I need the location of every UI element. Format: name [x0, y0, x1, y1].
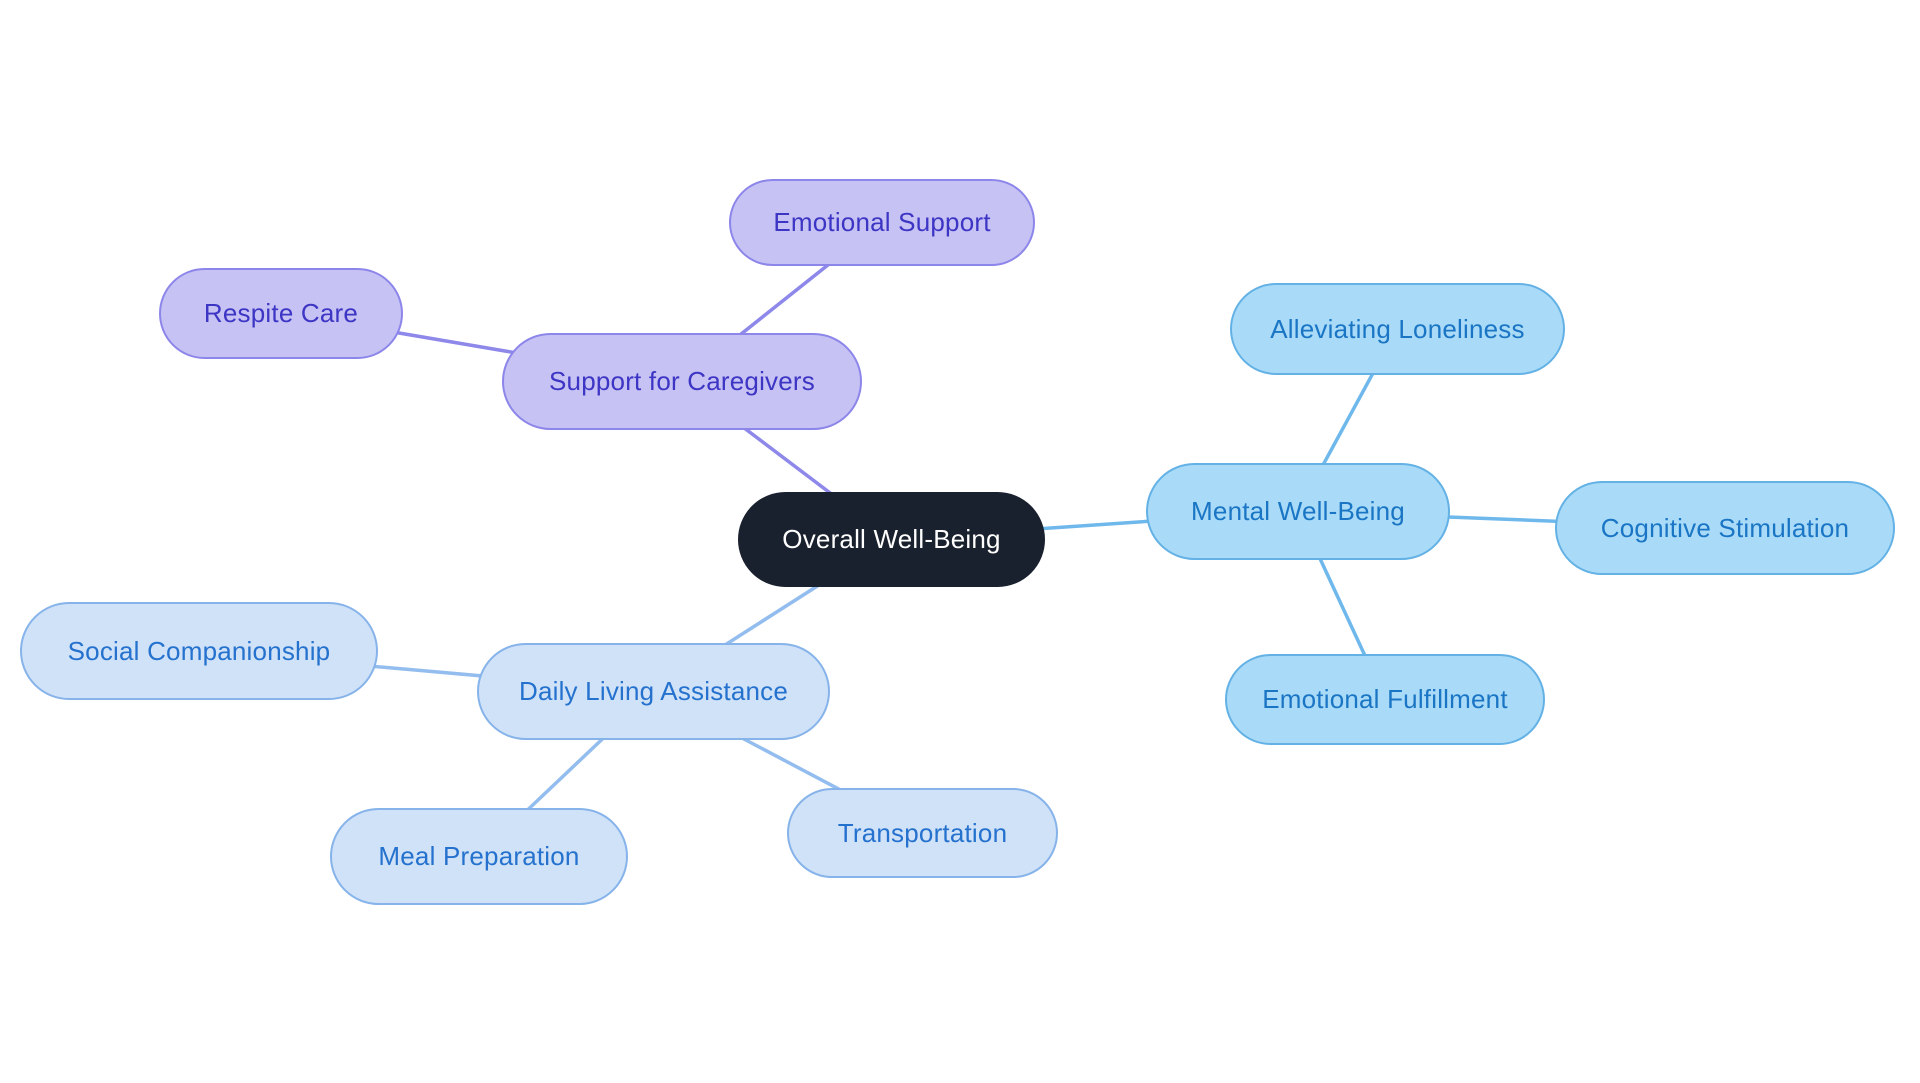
- node-label: Support for Caregivers: [549, 366, 815, 396]
- node-label: Respite Care: [203, 298, 359, 328]
- node-label: Emotional Fulfillment: [1262, 684, 1508, 714]
- node-label: Mental Well-Being: [1191, 496, 1405, 526]
- node-meal-preparation[interactable]: Meal Preparation: [330, 808, 628, 905]
- node-emotional-support[interactable]: Emotional Support: [729, 179, 1035, 266]
- node-support-for-caregivers[interactable]: Support for Caregivers: [502, 333, 862, 430]
- node-label: Daily Living Assistance: [518, 676, 789, 706]
- node-respite-care[interactable]: Respite Care: [159, 268, 403, 359]
- node-daily-living-assistance[interactable]: Daily Living Assistance: [477, 643, 830, 740]
- node-label: Meal Preparation: [378, 841, 580, 871]
- node-label: Alleviating Loneliness: [1270, 313, 1525, 344]
- node-cognitive-stimulation[interactable]: Cognitive Stimulation: [1555, 481, 1895, 575]
- node-mental-well-being[interactable]: Mental Well-Being: [1146, 463, 1450, 560]
- node-label: Social Companionship: [67, 635, 331, 666]
- node-label: Emotional Support: [773, 207, 991, 237]
- node-transportation[interactable]: Transportation: [787, 788, 1058, 878]
- node-label: Transportation: [837, 817, 1008, 848]
- node-overall-well-being[interactable]: Overall Well-Being: [738, 492, 1045, 587]
- node-label: Cognitive Stimulation: [1600, 512, 1850, 543]
- node-alleviating-loneliness[interactable]: Alleviating Loneliness: [1230, 283, 1565, 375]
- node-emotional-fulfillment[interactable]: Emotional Fulfillment: [1225, 654, 1545, 745]
- node-label: Overall Well-Being: [782, 524, 1001, 554]
- node-social-companionship[interactable]: Social Companionship: [20, 602, 378, 700]
